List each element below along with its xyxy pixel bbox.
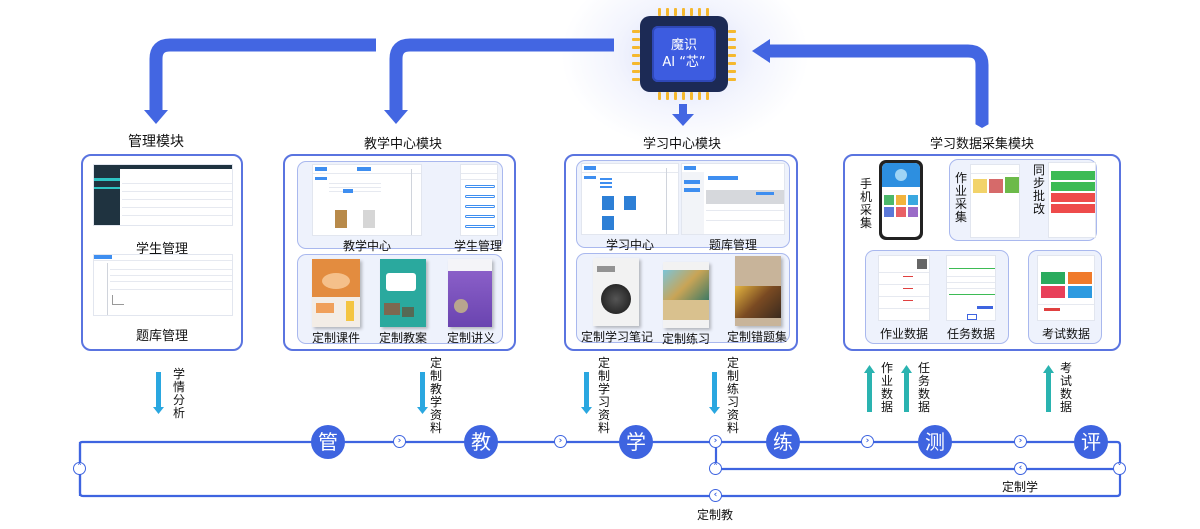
flow-node-teach: 教 bbox=[464, 425, 498, 459]
chevron-right-icon: › bbox=[554, 435, 567, 448]
task-data-label: 任务数据 bbox=[946, 327, 995, 341]
flow-node-evaluate: 评 bbox=[1074, 425, 1108, 459]
down-label-analysis: 学情分析 bbox=[172, 367, 185, 420]
sync-grading-label: 同步批改 bbox=[1032, 163, 1045, 216]
arrow-head-management bbox=[144, 110, 168, 124]
chip-core: 魔识 AI “芯” bbox=[652, 26, 716, 82]
outer-loop-label: 定制教 bbox=[697, 508, 734, 522]
flow-node-learn: 学 bbox=[619, 425, 653, 459]
custom-study-notes-cover[interactable] bbox=[593, 258, 639, 326]
top-arrows bbox=[144, 38, 989, 130]
teaching-materials-panel: 定制课件 定制教案 定制讲义 bbox=[297, 254, 503, 345]
chevron-left-icon: ‹ bbox=[1014, 462, 1027, 475]
flow-outer-loop bbox=[78, 440, 1122, 498]
homework-task-data-panel: 作业数据 任务数据 bbox=[865, 250, 1009, 344]
custom-exercise-label: 定制练习 bbox=[661, 332, 710, 346]
custom-handout-label: 定制讲义 bbox=[446, 331, 495, 345]
custom-lesson-plan-label: 定制教案 bbox=[378, 331, 427, 345]
data-module-title: 学习数据采集模块 bbox=[930, 137, 1035, 152]
question-bank-screenshot[interactable] bbox=[93, 254, 233, 316]
chip-title: 魔识 bbox=[670, 38, 697, 53]
learning-module-title: 学习中心模块 bbox=[643, 137, 722, 152]
custom-handout-cover[interactable] bbox=[448, 259, 492, 327]
up-label-task: 任务数据 bbox=[917, 361, 930, 414]
arrow-to-management bbox=[149, 38, 376, 112]
flow-node-practice: 练 bbox=[766, 425, 800, 459]
custom-error-collection-label: 定制错题集 bbox=[726, 330, 787, 344]
teaching-module: 教学中心 学生管理 定制课件 定制教案 定制讲义 bbox=[283, 154, 516, 351]
down-arrow-analysis bbox=[153, 372, 164, 414]
chevron-right-icon: › bbox=[393, 435, 406, 448]
homework-data-screenshot[interactable] bbox=[878, 255, 930, 321]
chevron-right-icon: › bbox=[861, 435, 874, 448]
down-arrow-teaching-materials bbox=[417, 372, 428, 414]
learning-question-bank-label: 题库管理 bbox=[708, 238, 757, 252]
arrow-head-chip bbox=[752, 39, 770, 63]
down-label-exercise-materials: 定制练习资料 bbox=[726, 356, 739, 435]
exam-data-panel: 考试数据 bbox=[1028, 250, 1102, 344]
learning-materials-panel: 定制学习笔记 定制练习 定制错题集 bbox=[576, 253, 790, 346]
chevron-up-icon: ˄ bbox=[73, 462, 86, 475]
up-arrow-exam bbox=[1043, 365, 1054, 412]
arrow-from-data bbox=[768, 44, 989, 130]
up-arrow-task bbox=[901, 365, 912, 412]
teaching-center-screenshot[interactable] bbox=[312, 164, 422, 236]
sync-grading-screenshot[interactable] bbox=[1048, 162, 1096, 238]
arrow-head-learning bbox=[672, 114, 694, 126]
custom-courseware-label: 定制课件 bbox=[311, 331, 360, 345]
task-data-screenshot[interactable] bbox=[946, 255, 996, 321]
ai-core-chip: 魔识 AI “芯” bbox=[630, 8, 738, 100]
chevron-up-icon: ˄ bbox=[709, 462, 722, 475]
management-module-title: 管理模块 bbox=[128, 134, 184, 150]
homework-collect-label: 作业采集 bbox=[954, 171, 967, 224]
student-management-screenshot[interactable] bbox=[93, 164, 233, 226]
student-management-label: 学生管理 bbox=[135, 242, 188, 257]
teaching-screens-panel: 教学中心 学生管理 bbox=[297, 161, 503, 253]
up-label-homework: 作业数据 bbox=[880, 361, 893, 414]
phone-collect-screenshot[interactable] bbox=[879, 160, 923, 240]
custom-exercise-cover[interactable] bbox=[663, 262, 709, 328]
custom-error-collection-cover[interactable] bbox=[735, 256, 781, 326]
learning-question-bank-screenshot[interactable] bbox=[681, 163, 785, 235]
homework-collect-screenshot[interactable] bbox=[970, 164, 1020, 238]
teaching-center-label: 教学中心 bbox=[342, 239, 391, 253]
arrow-to-learning bbox=[679, 104, 687, 116]
flow-node-test: 测 bbox=[918, 425, 952, 459]
chip-subtitle: AI “芯” bbox=[662, 55, 706, 70]
up-label-exam: 考试数据 bbox=[1059, 361, 1072, 414]
custom-study-notes-label: 定制学习笔记 bbox=[580, 330, 653, 344]
up-arrow-homework bbox=[864, 365, 875, 412]
homework-data-label: 作业数据 bbox=[879, 327, 928, 341]
down-arrow-learning-materials bbox=[581, 372, 592, 414]
question-bank-label: 题库管理 bbox=[135, 329, 188, 344]
arrow-head-teaching bbox=[384, 110, 408, 124]
homework-sync-panel: 作业采集 同步批改 bbox=[949, 159, 1097, 241]
flow-node-manage: 管 bbox=[311, 425, 345, 459]
down-arrow-exercise-materials bbox=[709, 372, 720, 414]
exam-data-label: 考试数据 bbox=[1041, 327, 1090, 341]
learning-center-label: 学习中心 bbox=[605, 238, 654, 252]
chevron-left-icon: ‹ bbox=[709, 489, 722, 502]
chevron-right-icon: › bbox=[709, 435, 722, 448]
chevron-right-icon: › bbox=[1014, 435, 1027, 448]
teaching-module-title: 教学中心模块 bbox=[364, 137, 443, 152]
custom-courseware-cover[interactable] bbox=[312, 259, 360, 327]
learning-module: 学习中心 题库管理 定制学习笔记 定制练习 定制错题集 bbox=[564, 154, 798, 351]
connector-arrows bbox=[153, 365, 1054, 414]
teaching-student-screenshot[interactable] bbox=[460, 164, 498, 236]
down-label-learning-materials: 定制学习资料 bbox=[597, 356, 610, 435]
phone-collect-label: 手机采集 bbox=[859, 177, 872, 230]
inner-loop-label: 定制学 bbox=[1002, 480, 1039, 494]
custom-lesson-plan-cover[interactable] bbox=[380, 259, 426, 327]
learning-screens-panel: 学习中心 题库管理 bbox=[576, 160, 790, 252]
management-module: 学生管理 题库管理 bbox=[81, 154, 243, 351]
exam-data-screenshot[interactable] bbox=[1037, 255, 1095, 321]
down-label-teaching-materials: 定制教学资料 bbox=[429, 356, 442, 435]
teaching-student-label: 学生管理 bbox=[453, 239, 502, 253]
arrow-to-teaching bbox=[389, 38, 614, 112]
learning-center-screenshot[interactable] bbox=[581, 163, 679, 235]
data-collection-module: 手机采集 作业采集 同步批改 bbox=[843, 154, 1121, 351]
chevron-down-icon: ˅ bbox=[1113, 462, 1126, 475]
